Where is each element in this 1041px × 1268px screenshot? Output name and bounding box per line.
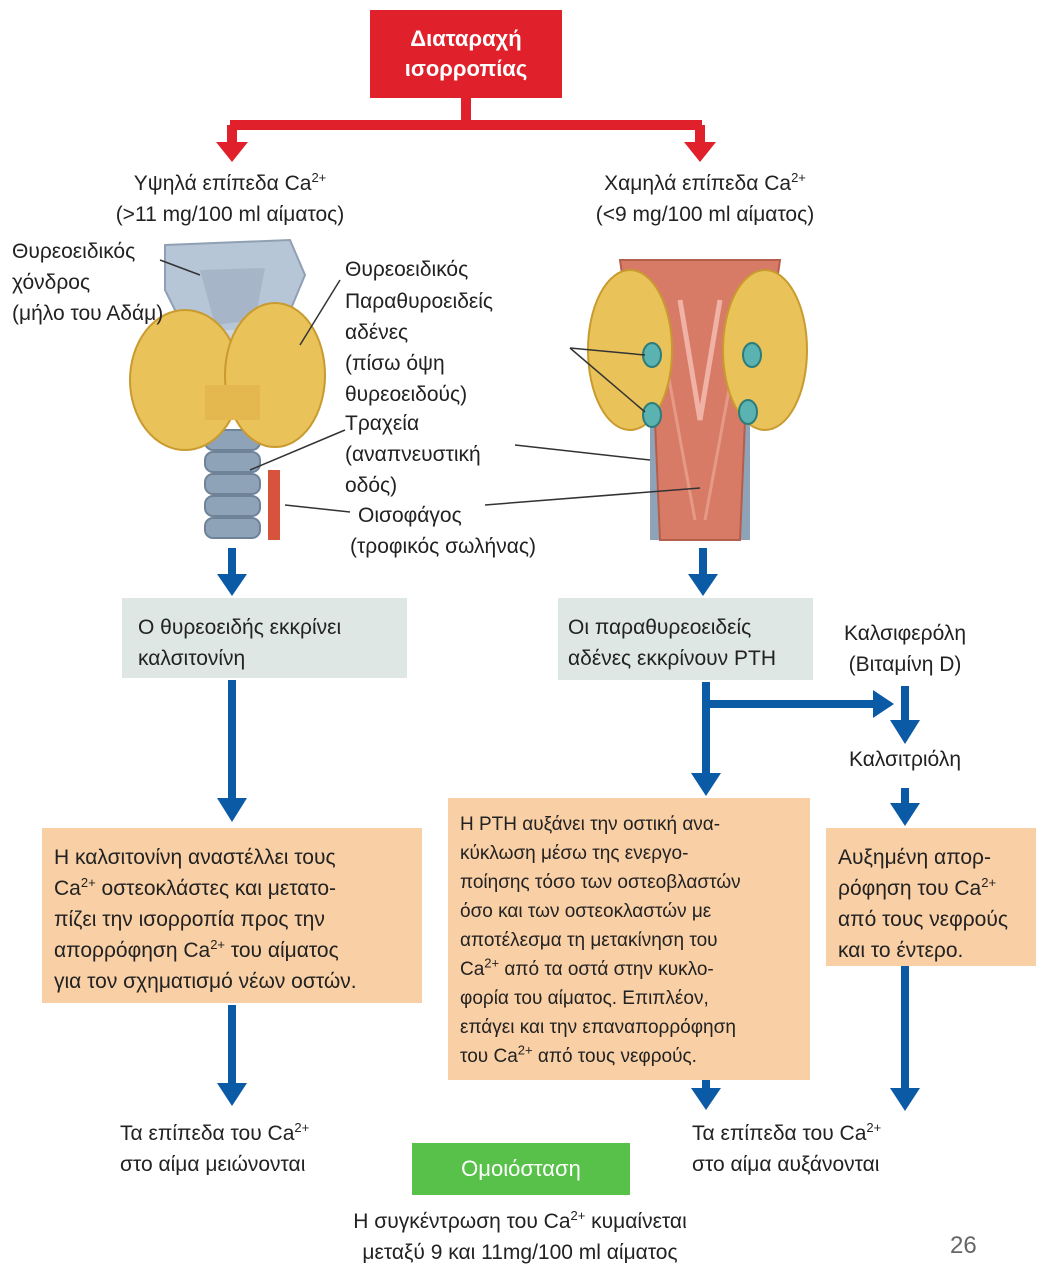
parathyroid-illustration xyxy=(588,260,807,540)
calcitonin-effect-box: Η καλσιτονίνη αναστέλλει τους Ca2+ οστεο… xyxy=(42,828,422,1003)
blue-arrowhead xyxy=(890,720,920,744)
imbalance-label-line2: ισορροπίας xyxy=(405,54,528,84)
label-thyroid-cartilage: Θυρεοειδικός χόνδρος (μήλο του Αδάμ) xyxy=(12,236,163,329)
label-parathyroid: Παραθυροειδείς αδένες (πίσω όψη θυρεοειδ… xyxy=(345,286,493,410)
homeostasis-box: Ομοιόσταση xyxy=(412,1143,630,1195)
blue-arrowhead xyxy=(688,574,718,596)
absorption-box: Αυξημένη απορ- ρόφηση του Ca2+ από τους … xyxy=(826,828,1036,966)
high-calcium-heading: Υψηλά επίπεδα Ca2+ (>11 mg/100 ml αίματο… xyxy=(80,168,380,230)
page-number: 26 xyxy=(950,1232,977,1260)
label-trachea: Τραχεία (αναπνευστική οδός) xyxy=(345,408,481,501)
red-split-arrow xyxy=(230,98,702,145)
pth-effect-box: Η PTH αυξάνει την οστική ανα- κύκλωση μέ… xyxy=(448,798,810,1080)
label-thyroid: Θυρεοειδικός xyxy=(345,254,468,285)
blue-arrowhead xyxy=(217,574,247,596)
homeostasis-note: Η συγκέντρωση του Ca2+ κυμαίνεται μεταξύ… xyxy=(290,1206,750,1268)
label-esophagus: Οισοφάγος (τροφικός σωλήνας) xyxy=(350,500,536,562)
pth-secretion-box: Οι παραθυρεοειδείς αδένες εκκρίνουν PTH xyxy=(558,598,813,680)
imbalance-label-line1: Διαταραχή xyxy=(410,24,521,54)
blue-arrowhead xyxy=(217,1083,247,1106)
blue-arrowhead xyxy=(890,803,920,826)
calcium-decrease-result: Τα επίπεδα του Ca2+ στο αίμα μειώνονται xyxy=(120,1118,309,1180)
calciferol-label: Καλσιφερόλη (Βιταμίνη D) xyxy=(820,618,990,680)
blue-arrowhead xyxy=(873,690,894,718)
imbalance-box: Διαταραχή ισορροπίας xyxy=(370,10,562,98)
calcitonin-secretion-box: Ο θυρεοειδής εκκρίνει καλσιτονίνη xyxy=(122,598,407,678)
blue-arrowhead xyxy=(890,1088,920,1111)
red-arrowhead-left xyxy=(216,142,248,162)
red-arrowhead-right xyxy=(684,142,716,162)
low-calcium-heading: Χαμηλά επίπεδα Ca2+ (<9 mg/100 ml αίματο… xyxy=(555,168,855,230)
calcium-increase-result: Τα επίπεδα του Ca2+ στο αίμα αυξάνονται xyxy=(692,1118,881,1180)
blue-arrowhead xyxy=(691,773,721,796)
blue-arrowhead xyxy=(217,798,247,822)
blue-arrowhead xyxy=(691,1088,721,1110)
calcitriol-label: Καλσιτριόλη xyxy=(820,744,990,775)
